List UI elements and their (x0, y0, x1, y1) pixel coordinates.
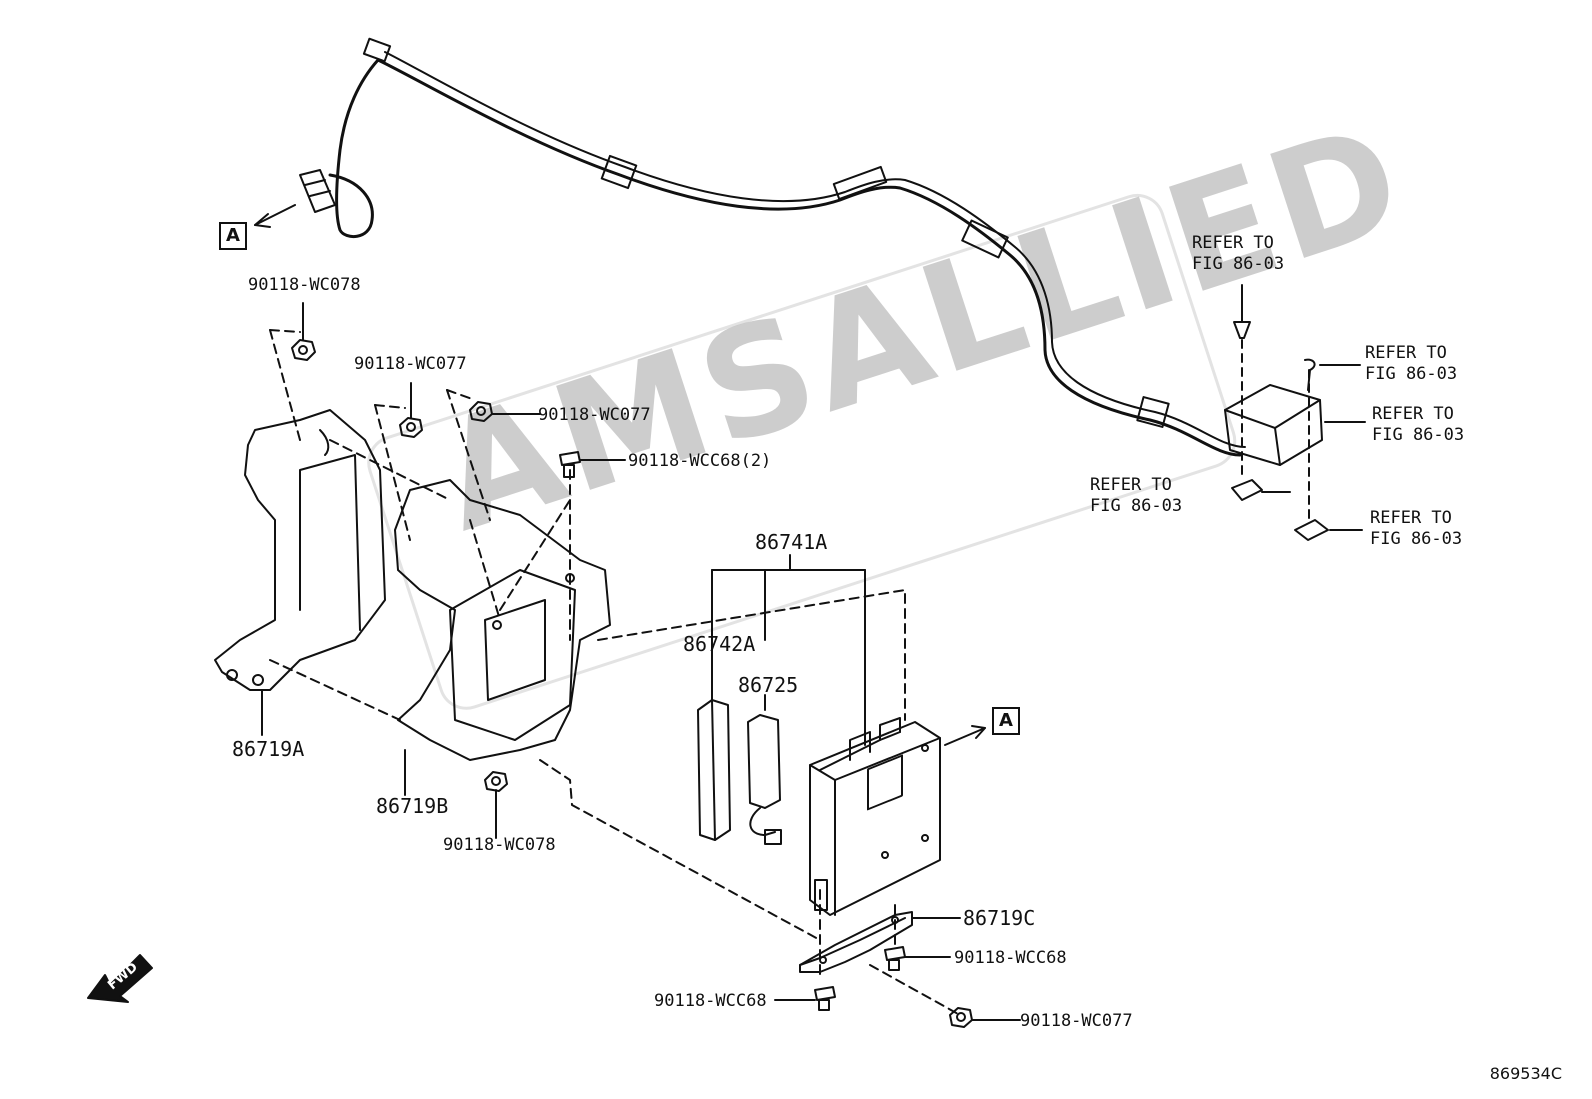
callout-bolt-c-left: 90118-WCC68 (654, 991, 767, 1011)
callout-connector-cover: 86742A (683, 632, 756, 656)
nut-icons (291, 302, 1021, 1028)
callout-nut-bottom-b: 90118-WC078 (443, 835, 556, 855)
bracket-86719a (214, 409, 386, 736)
assembly-dashed-lines (269, 329, 961, 1016)
callout-ecu-assembly: 86741A (755, 530, 828, 554)
bracket-86719b (394, 479, 611, 796)
wire-harness (299, 37, 1246, 457)
fwd-arrow (87, 954, 153, 1003)
callout-nut-mid-left: 90118-WC077 (354, 354, 467, 374)
arrow-to-view-a-right (944, 725, 986, 746)
ecu-callout-lines (711, 554, 866, 746)
callout-bracket-b: 86719B (376, 794, 449, 818)
figure-code: 869534C (1489, 1064, 1562, 1083)
bracket-86719c (799, 911, 961, 973)
view-marker-a-right: A (992, 707, 1020, 735)
refer-label-right-1: REFER TO FIG 86-03 (1365, 343, 1458, 384)
refer-label-mid: REFER TO FIG 86-03 (1090, 475, 1183, 516)
callout-connector: 86725 (738, 673, 799, 697)
refer-label-bottom: REFER TO FIG 86-03 (1370, 508, 1463, 549)
refer-label-right-2: REFER TO FIG 86-03 (1372, 404, 1465, 445)
callout-bolt-c-right: 90118-WCC68 (954, 948, 1067, 968)
bolt-icons (559, 451, 951, 1011)
arrow-to-view-a-left (254, 204, 296, 228)
view-marker-a-left: A (219, 222, 247, 250)
connector-86725 (747, 714, 782, 845)
callout-bolt-top: 90118-WCC68(2) (628, 451, 772, 471)
callout-bracket-a: 86719A (232, 737, 305, 761)
refer-label-top: REFER TO FIG 86-03 (1192, 233, 1285, 274)
right-module (1224, 284, 1366, 541)
callout-nut-c: 90118-WC077 (1020, 1011, 1133, 1031)
callout-nut-mid-right: 90118-WC077 (538, 405, 651, 425)
connector-cover (697, 699, 731, 841)
ecu-unit (809, 717, 941, 916)
callout-nut-top-left: 90118-WC078 (248, 275, 361, 295)
callout-bracket-c: 86719C (963, 906, 1036, 930)
